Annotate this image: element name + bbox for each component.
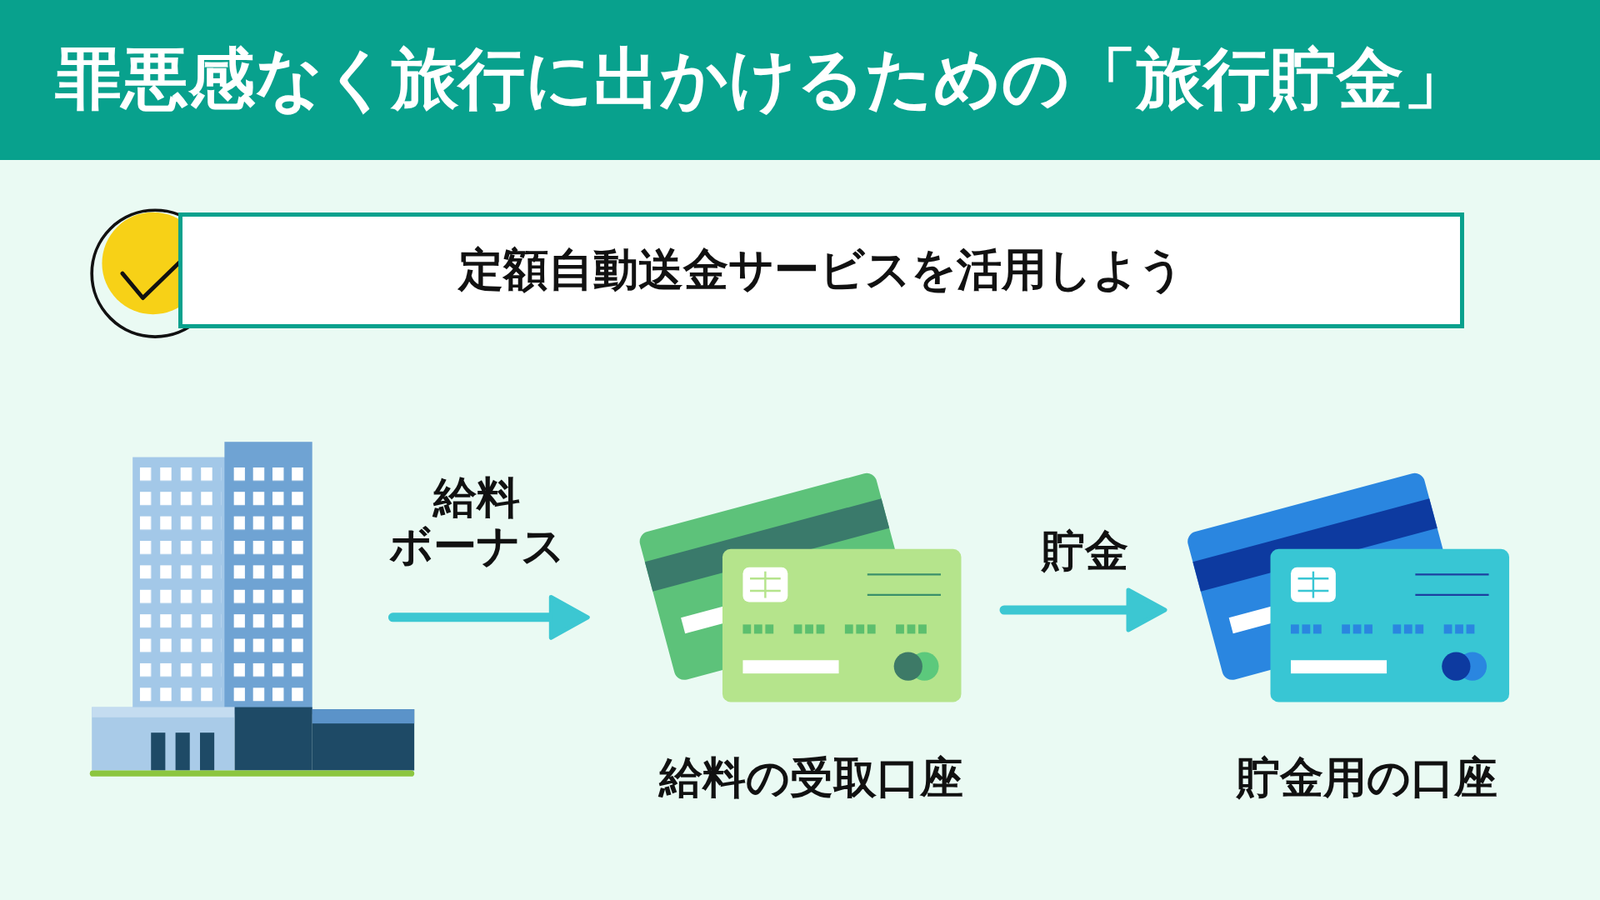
account-group: 給料の受取口座 [619, 441, 1003, 809]
flow-label: 給料 ボーナス [351, 473, 602, 570]
office-building [90, 441, 415, 777]
bank-card-pair [637, 470, 962, 702]
edge-label: 貯金 [1038, 525, 1132, 577]
account-label: 貯金用の口座 [1166, 751, 1567, 804]
page-title: 罪悪感なく旅行に出かけるための「旅行貯金」 [55, 0, 1555, 160]
banner-text: 定額自動送金サービスを活用しよう [458, 243, 1185, 298]
bank-card-pair [1185, 470, 1510, 702]
flow-arrow [1004, 590, 1165, 630]
account-group: 貯金用の口座 [1166, 441, 1567, 809]
banner-box: 定額自動送金サービスを活用しよう [178, 212, 1465, 329]
flow-arrow [392, 596, 588, 638]
account-label: 給料の受取口座 [619, 751, 1003, 804]
